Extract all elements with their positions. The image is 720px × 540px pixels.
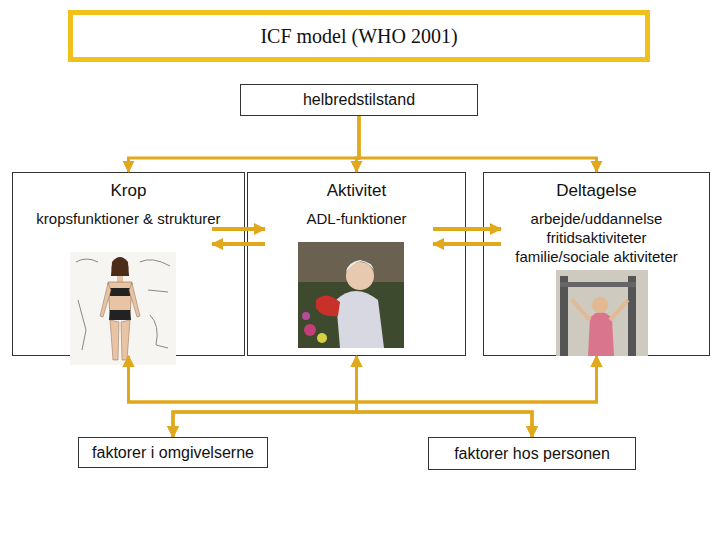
node-text: helbredstilstand: [303, 91, 415, 109]
node-text: fritidsaktiviteter: [546, 228, 646, 247]
connector-arrow: [173, 356, 357, 437]
connector-arrow: [129, 356, 357, 437]
condition-box: helbredstilstand: [240, 84, 478, 116]
domain-box: Krop kropsfunktioner & strukturer: [12, 172, 245, 356]
domain-heading: Krop: [111, 181, 147, 201]
domain-heading: Deltagelse: [556, 181, 636, 201]
connector-arrow: [359, 116, 597, 172]
domain-box: AktivitetADL-funktioner: [247, 172, 466, 356]
node-text: arbejde/uddannelse: [531, 209, 663, 228]
title-box: ICF model (WHO 2001): [68, 10, 650, 62]
connector-arrow: [357, 116, 360, 172]
node-text: familie/sociale aktiviteter: [515, 247, 678, 266]
node-text: faktorer i omgivelserne: [92, 444, 254, 462]
factor-box: faktorer i omgivelserne: [78, 437, 268, 468]
node-text: faktorer hos personen: [454, 445, 610, 463]
connector-arrow: [129, 356, 533, 437]
connector-arrow: [129, 116, 360, 172]
title-text: ICF model (WHO 2001): [260, 25, 457, 48]
node-text: kropsfunktioner & strukturer: [36, 209, 221, 228]
connector-arrow: [357, 356, 533, 437]
domain-box: Deltagelse arbejde/uddannelsefritidsaktiv…: [483, 172, 710, 356]
node-text: ADL-funktioner: [270, 209, 444, 228]
factor-box: faktorer hos personen: [428, 437, 636, 470]
domain-heading: Aktivitet: [327, 181, 387, 201]
connector-arrow: [173, 356, 597, 437]
connector-arrow: [357, 356, 597, 437]
